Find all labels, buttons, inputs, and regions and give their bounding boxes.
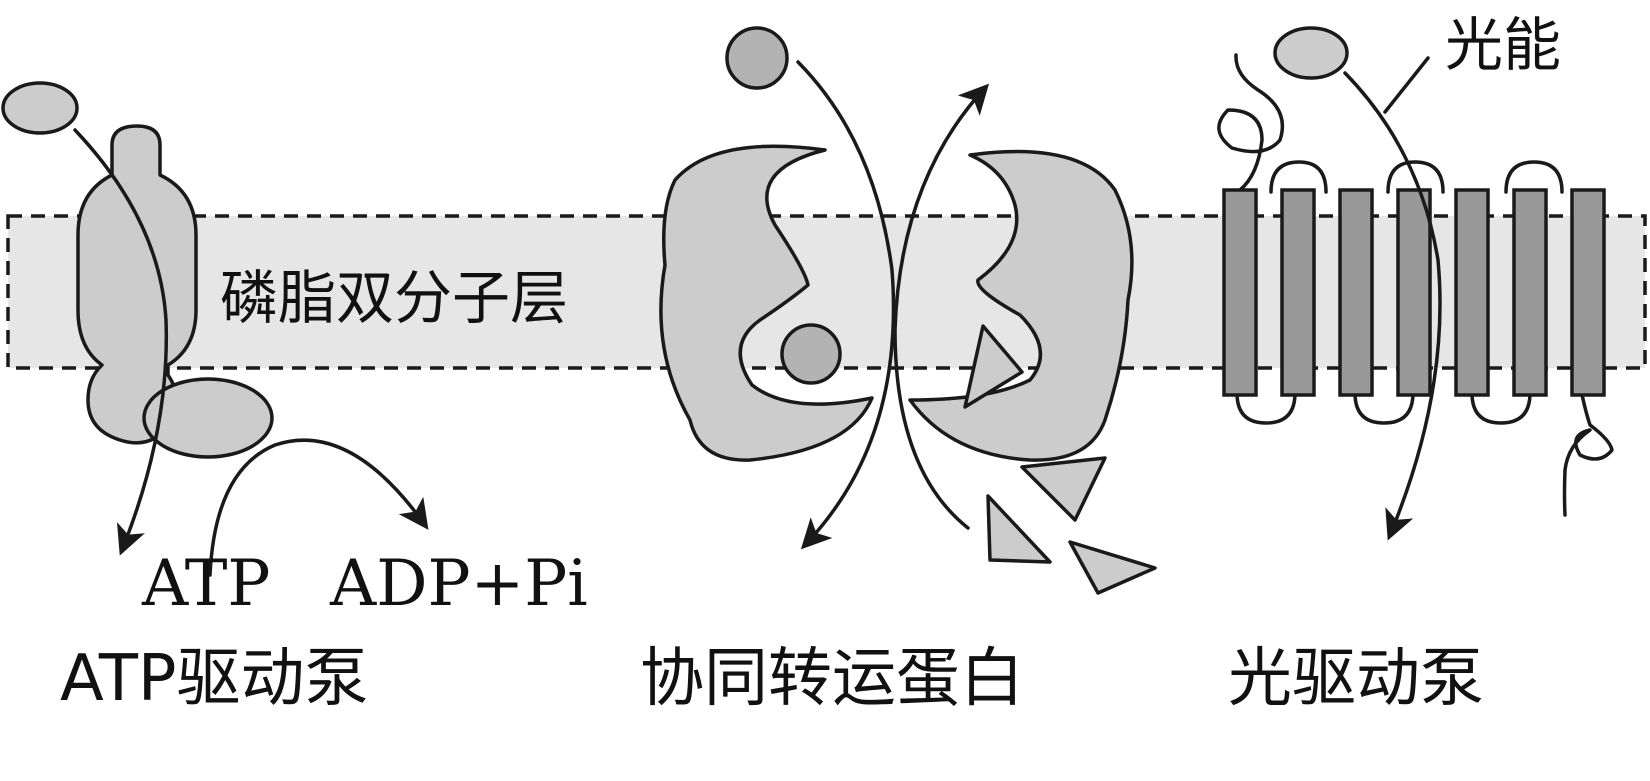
symporter-bound-solute: [780, 323, 842, 385]
helix-loop-top: [1269, 160, 1564, 194]
atp-text: ATP: [141, 547, 270, 621]
helix-5: [1454, 188, 1490, 397]
cotransport-triangle-3: [1068, 540, 1157, 595]
transmembrane-helices: [1222, 188, 1606, 397]
cotransport-triangle-2: [986, 494, 1052, 564]
light-pump-n-terminus: [1217, 53, 1285, 192]
atp-hydrolysis-arrow: [208, 438, 429, 577]
symporter-outward-arrow: [893, 83, 990, 530]
helix-4: [1396, 188, 1432, 397]
light-pump-solute: [1273, 26, 1349, 80]
helix-loop-bottom: [1235, 391, 1532, 425]
membrane-label: 磷脂双分子层: [220, 264, 568, 332]
helix-2: [1280, 188, 1316, 397]
symporter-bound-triangle: [963, 324, 1024, 409]
light-pump-title: 光驱动泵: [1228, 642, 1484, 716]
atp-pump: ATP ADP+Pi ATP驱动泵: [1, 81, 588, 716]
atp-pump-transport-arrow: [73, 128, 169, 556]
adp-pi-text: ADP+Pi: [329, 547, 588, 621]
helix-6: [1512, 188, 1548, 397]
symporter-inward-arrow: [796, 60, 896, 550]
light-pump-c-terminus: [1562, 383, 1614, 517]
helix-3: [1338, 188, 1374, 397]
symporter-right-subunit: [908, 149, 1134, 462]
light-energy-label: 光能: [1445, 11, 1561, 79]
cotransport-triangle-1: [1020, 456, 1107, 522]
symporter: 协同转运蛋白: [640, 26, 1157, 716]
atp-pump-title: ATP驱动泵: [60, 642, 369, 716]
helix-1: [1222, 188, 1258, 397]
light-energy-leader: [1383, 56, 1430, 114]
light-pump-transport-arrow: [1343, 71, 1442, 541]
symporter-solute-top: [725, 26, 789, 90]
atp-pump-atpase-domain: [142, 377, 274, 459]
helix-7: [1570, 188, 1606, 397]
symporter-left-subunit: [659, 144, 874, 462]
symporter-title: 协同转运蛋白: [640, 642, 1024, 716]
light-pump: 光能 光驱动泵: [1217, 11, 1614, 716]
atp-pump-solute: [1, 81, 79, 135]
